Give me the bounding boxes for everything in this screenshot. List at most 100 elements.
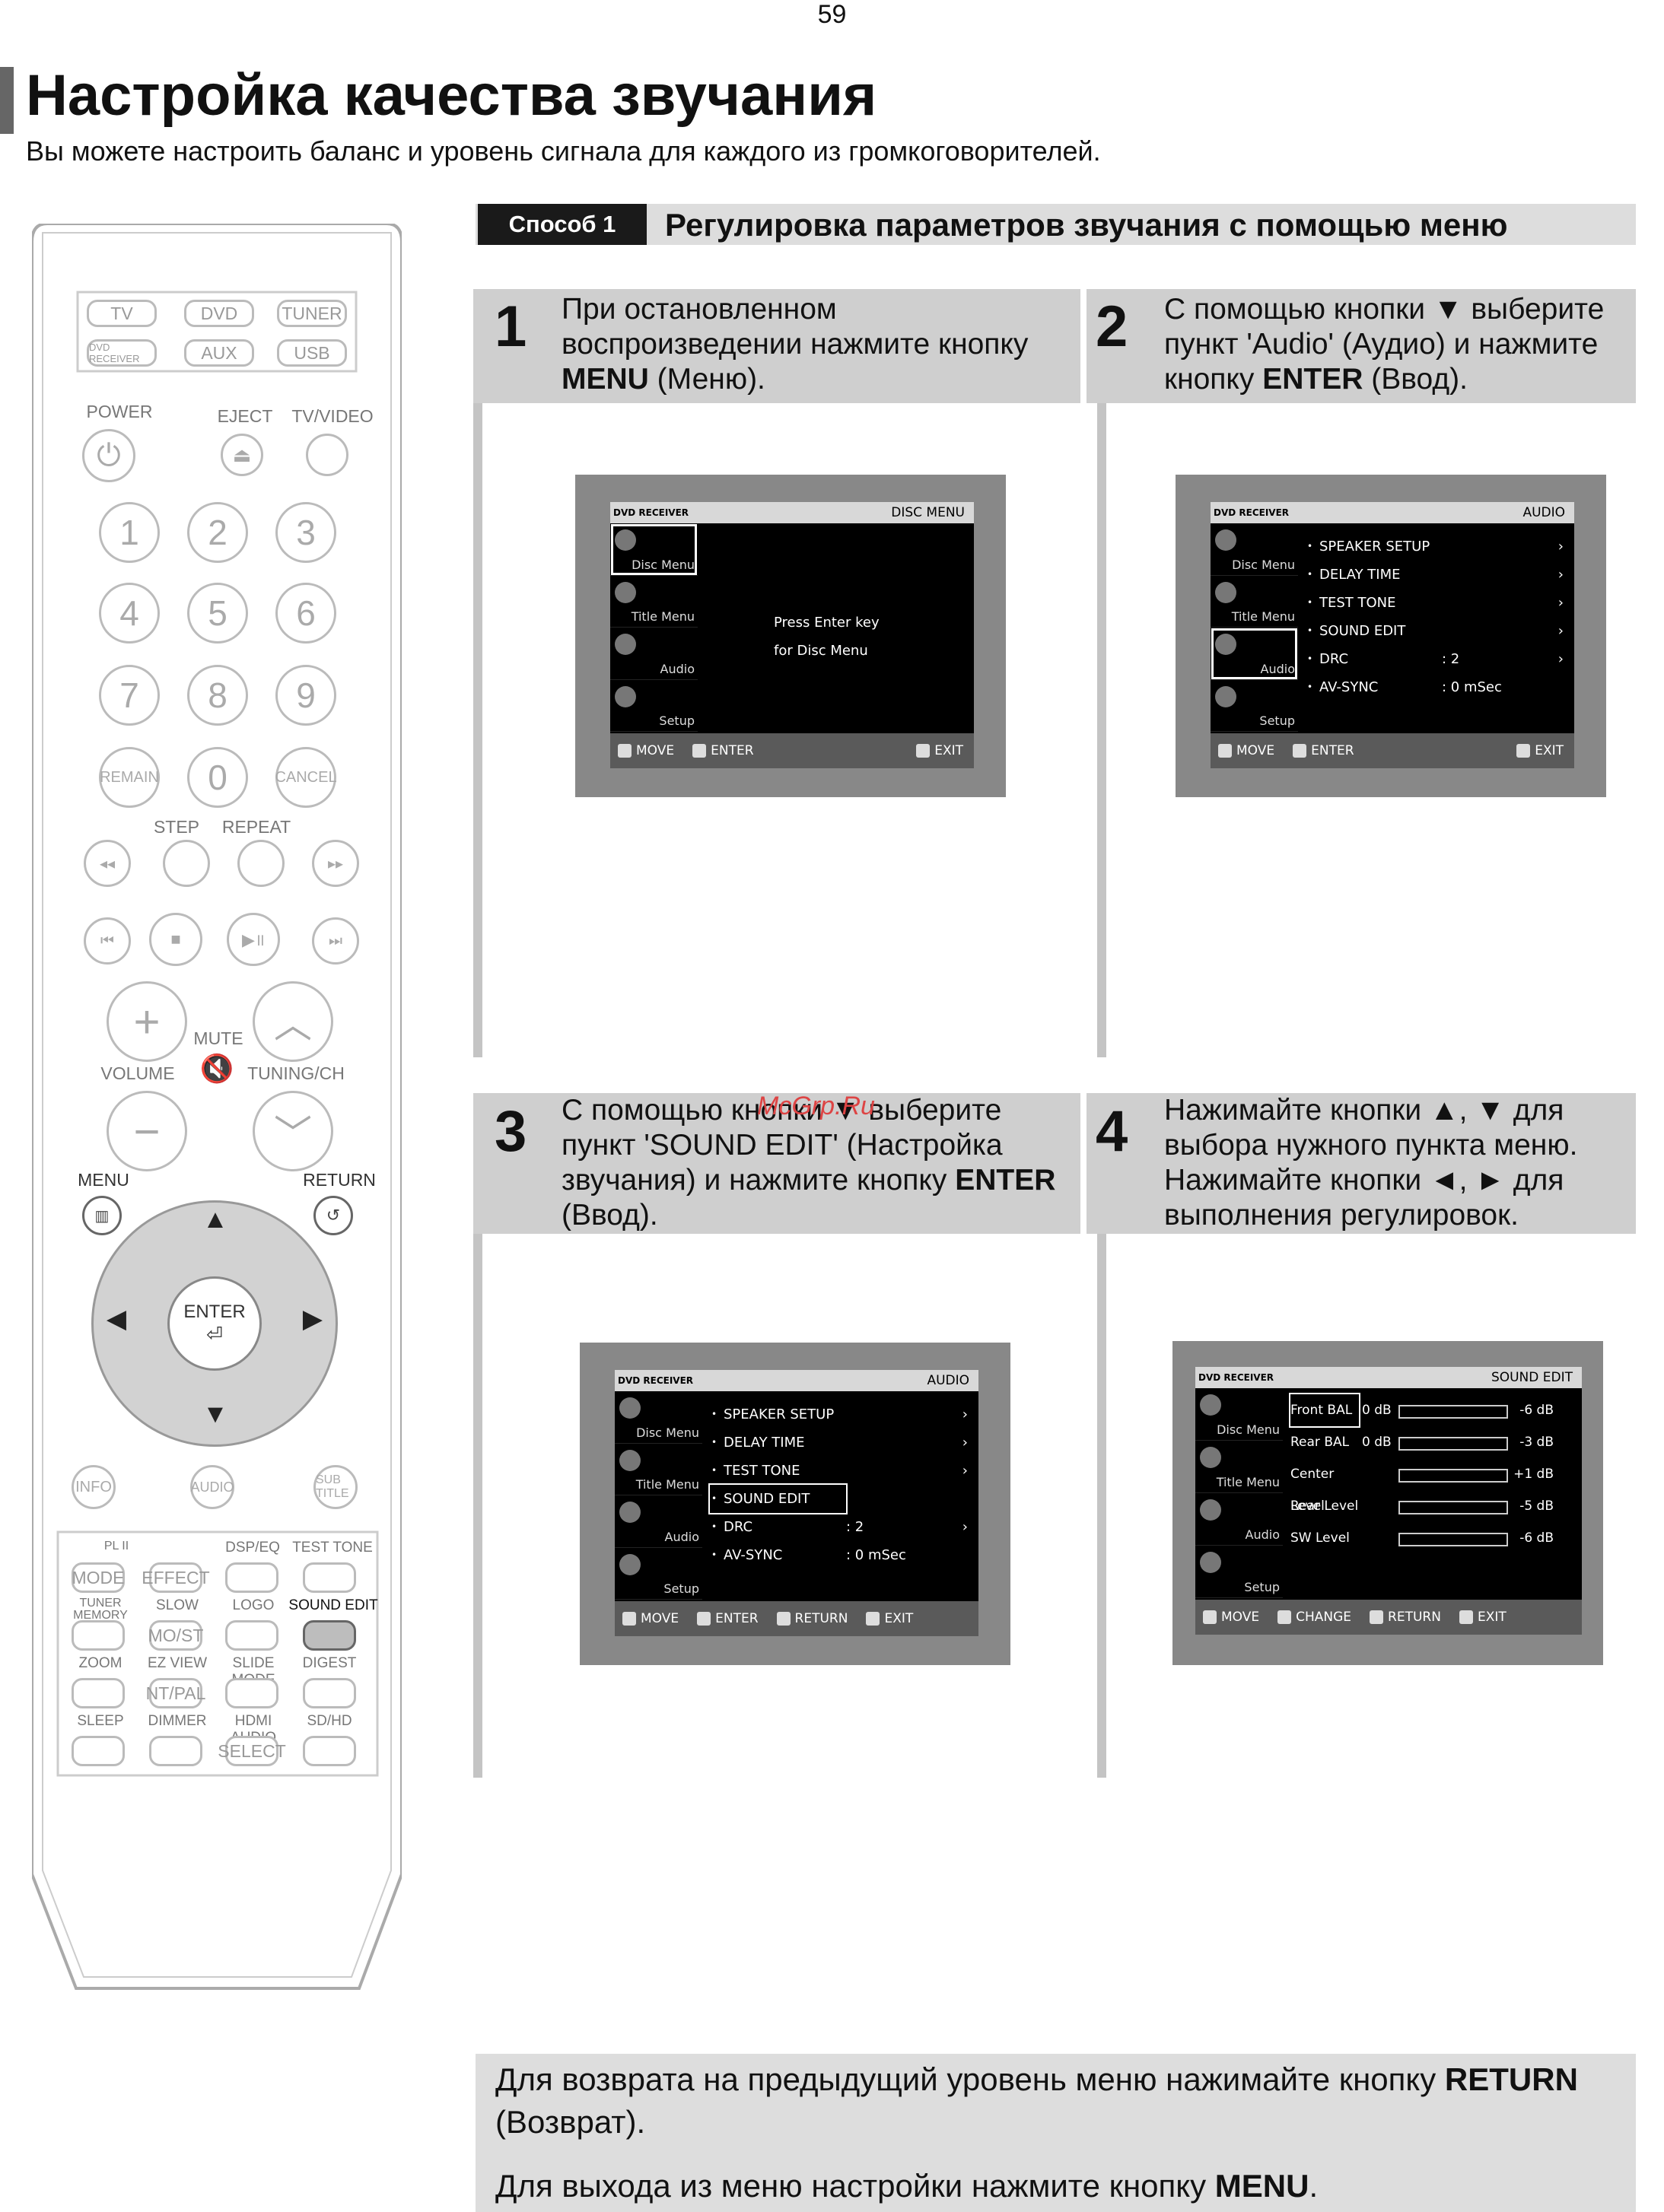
sdhd-button[interactable] <box>303 1736 356 1766</box>
screen-footer: MOVE CHANGE RETURN EXIT <box>1195 1600 1582 1635</box>
side-disc-menu: Disc Menu <box>1211 523 1298 576</box>
digit-3-button[interactable]: 3 <box>275 502 336 563</box>
most-button[interactable]: MO/ST <box>148 1620 203 1651</box>
repeat-button[interactable] <box>237 840 285 887</box>
right-arrow-icon[interactable]: ▶ <box>302 1305 323 1333</box>
exit-icon <box>1459 1610 1473 1624</box>
enter-button[interactable]: ENTER⏎ <box>167 1276 262 1371</box>
step-3-text: С помощью кнопки ▼ выберите пункт 'SOUND… <box>562 1094 1056 1232</box>
gear-icon <box>619 1553 641 1575</box>
digit-9-button[interactable]: 9 <box>275 665 336 726</box>
dimmer-button[interactable] <box>149 1736 202 1766</box>
menu-row: DRC: 2› <box>1306 645 1564 673</box>
volume-down-button[interactable]: − <box>107 1091 187 1171</box>
audio-button[interactable]: AUDIO <box>190 1465 234 1509</box>
digit-1-button[interactable]: 1 <box>99 502 160 563</box>
pl-label: PL II <box>103 1540 129 1553</box>
info-button[interactable]: INFO <box>72 1465 116 1509</box>
enter-icon <box>692 744 707 758</box>
move-icon <box>1218 744 1232 758</box>
disc-icon <box>615 529 636 551</box>
step-button[interactable] <box>163 840 210 887</box>
tvvideo-button[interactable] <box>306 434 348 476</box>
dimmer-label: DIMMER <box>148 1713 207 1729</box>
return-button[interactable]: ↺ <box>313 1196 353 1235</box>
menu-button[interactable]: ▥ <box>82 1196 122 1235</box>
dvd-button[interactable]: DVD <box>184 300 254 327</box>
zoom-button[interactable] <box>72 1678 125 1708</box>
digit-4-button[interactable]: 4 <box>99 583 160 644</box>
digest-button[interactable] <box>303 1678 356 1708</box>
digit-0-button[interactable]: 0 <box>187 747 248 808</box>
dspeq-button[interactable] <box>225 1562 278 1593</box>
screen-brand: DVD RECEIVER <box>615 1370 709 1391</box>
return-icon <box>776 1612 791 1626</box>
watermark: McGrp.Ru <box>757 1092 875 1120</box>
gear-icon <box>1200 1552 1221 1573</box>
menu-row: DELAY TIME› <box>710 1429 968 1457</box>
fast-forward-icon[interactable]: ▸▸ <box>312 840 359 887</box>
screen-4-frame: DVD RECEIVER SOUND EDIT Disc Menu Title … <box>1172 1341 1603 1665</box>
power-button[interactable]: ⏻ <box>82 429 135 482</box>
digit-8-button[interactable]: 8 <box>187 665 248 726</box>
digit-6-button[interactable]: 6 <box>275 583 336 644</box>
left-arrow-icon[interactable]: ◀ <box>106 1305 127 1333</box>
screen-sidebar: Disc Menu Title Menu Audio Setup <box>1195 1388 1283 1598</box>
channel-up-button[interactable]: ︿ <box>253 981 333 1062</box>
down-arrow-icon[interactable]: ▼ <box>202 1400 228 1429</box>
side-title-menu: Title Menu <box>615 1444 702 1495</box>
step-2-line <box>1097 403 1106 1057</box>
up-arrow-icon[interactable]: ▲ <box>202 1205 228 1234</box>
screen-title: SOUND EDIT <box>1287 1367 1582 1388</box>
slide-mode-button[interactable] <box>225 1678 278 1708</box>
eject-button[interactable]: ⏏ <box>221 434 263 476</box>
digest-label: DIGEST <box>302 1655 357 1671</box>
tuner-memory-button[interactable] <box>72 1620 125 1651</box>
rewind-icon[interactable]: ◂◂ <box>84 840 131 887</box>
screen-footer: MOVE ENTER EXIT <box>610 733 974 768</box>
subtitle-button[interactable]: SUB TITLE <box>313 1465 358 1509</box>
note-return: Для возврата на предыдущий уровень меню … <box>495 2061 1578 2140</box>
logo-button[interactable] <box>225 1620 278 1651</box>
mode-button[interactable]: MODE <box>72 1562 125 1593</box>
sound-edit-button[interactable] <box>303 1620 356 1651</box>
sound-edit-row: SW Level-6 dB <box>1290 1530 1554 1546</box>
menu-row: DELAY TIME› <box>1306 561 1564 589</box>
exit-icon <box>1516 744 1531 758</box>
tuner-button[interactable]: TUNER <box>277 300 347 327</box>
testtone-button[interactable] <box>303 1562 356 1593</box>
method-header <box>476 204 1636 245</box>
enter-icon <box>697 1612 711 1626</box>
tv-button[interactable]: TV <box>87 300 157 327</box>
step-3-header <box>473 1093 1080 1234</box>
screen-2-frame: DVD RECEIVER AUDIO Disc Menu Title Menu … <box>1176 475 1606 797</box>
effect-button[interactable]: EFFECT <box>142 1562 210 1593</box>
dvd-receiver-button[interactable]: DVD RECEIVER <box>87 339 157 367</box>
stop-icon[interactable]: ■ <box>149 913 202 966</box>
mute-icon[interactable]: 🔇 <box>199 1053 234 1084</box>
volume-up-button[interactable]: + <box>107 981 187 1062</box>
sleep-button[interactable] <box>72 1736 125 1766</box>
side-disc-menu: Disc Menu <box>615 1391 702 1444</box>
digit-7-button[interactable]: 7 <box>99 665 160 726</box>
cancel-button[interactable]: CANCEL <box>275 747 337 808</box>
menu-row: SOUND EDIT› <box>1306 617 1564 645</box>
digit-2-button[interactable]: 2 <box>187 502 248 563</box>
disc-icon <box>1200 1394 1221 1416</box>
play-pause-icon[interactable]: ▶॥ <box>227 913 280 966</box>
select-button[interactable]: SELECT <box>218 1736 286 1766</box>
digit-5-button[interactable]: 5 <box>187 583 248 644</box>
aux-button[interactable]: AUX <box>184 339 254 367</box>
ntpal-button[interactable]: NT/PAL <box>146 1678 205 1708</box>
side-audio: Audio <box>610 628 698 680</box>
skip-forward-icon[interactable]: ⏭ <box>312 917 359 965</box>
channel-down-button[interactable]: ﹀ <box>253 1091 333 1171</box>
menu-row: TEST TONE› <box>1306 589 1564 617</box>
exit-icon <box>866 1612 880 1626</box>
remain-button[interactable]: REMAIN <box>99 747 160 808</box>
skip-back-icon[interactable]: ⏮ <box>84 917 131 965</box>
menu-row-selected: SOUND EDIT <box>708 1483 968 1514</box>
usb-button[interactable]: USB <box>277 339 347 367</box>
